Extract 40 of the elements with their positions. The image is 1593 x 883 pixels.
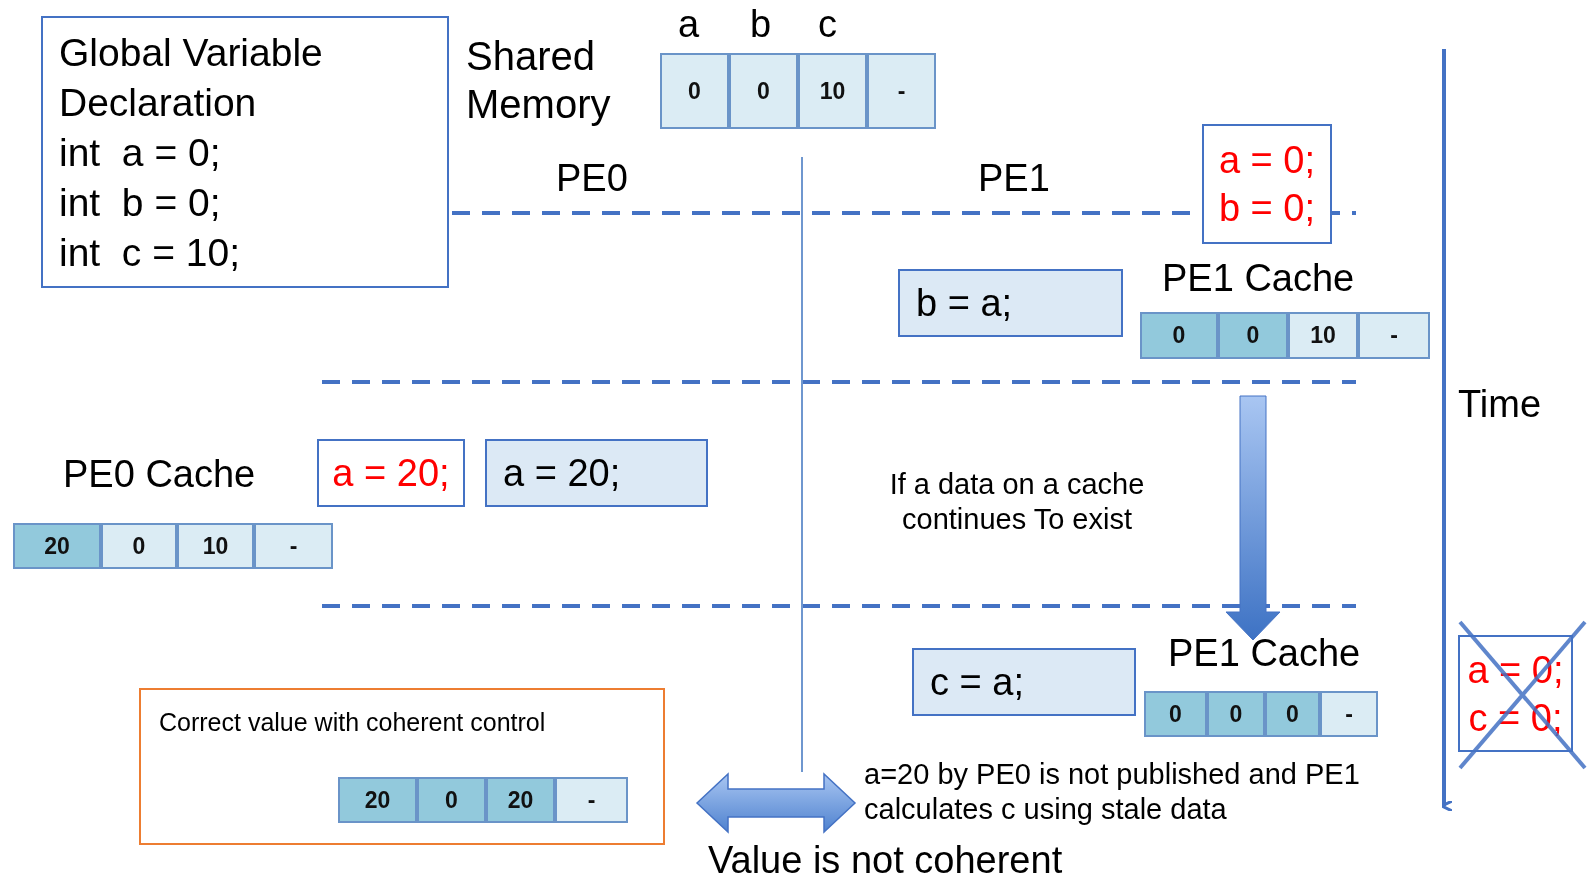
memory-cell: 0: [1140, 312, 1218, 359]
memory-cell: 0: [101, 523, 177, 569]
memory-cell: 10: [177, 523, 254, 569]
memory-cell: -: [867, 53, 936, 129]
memory-cell: -: [254, 523, 333, 569]
conclusion-text: Value is not coherent: [708, 838, 1063, 883]
memory-cell: 0: [1265, 691, 1320, 737]
declaration-box: Global Variable Declaration int a = 0; int b = 0; int c = 10;: [41, 16, 449, 288]
memory-cell: 0: [729, 53, 798, 129]
memory-cell: 20: [486, 777, 555, 823]
column-label: c: [818, 2, 837, 47]
memory-cell: 10: [798, 53, 867, 129]
result-frame: Correct value with coherent control 20 0 20 -: [139, 688, 665, 845]
memory-cell: 0: [660, 53, 729, 129]
memory-cell: 0: [1144, 691, 1207, 737]
memory-cell: 20: [338, 777, 417, 823]
value-box: a = 20;: [317, 439, 465, 507]
code-box: b = a;: [898, 269, 1123, 337]
memory-cell: 0: [1207, 691, 1265, 737]
cache-title: PE1 Cache: [1162, 256, 1355, 301]
axis-label: Time: [1458, 382, 1542, 427]
column-label: a: [678, 2, 700, 47]
cache-title: PE0 Cache: [63, 452, 256, 497]
code-box: a = 20;: [485, 439, 708, 507]
memory-cell: 0: [1218, 312, 1288, 359]
memory-title: Shared Memory: [466, 33, 612, 128]
memory-cell: -: [1320, 691, 1378, 737]
memory-cell: -: [555, 777, 628, 823]
cache-title: PE1 Cache: [1168, 631, 1361, 676]
value-box: a = 0; b = 0;: [1202, 124, 1332, 244]
note-text: a=20 by PE0 is not published and PE1 calculates c using stale data: [864, 757, 1361, 827]
column-label: b: [750, 2, 772, 47]
memory-cell: 10: [1288, 312, 1358, 359]
memory-cell: -: [1358, 312, 1430, 359]
code-box: c = a;: [912, 648, 1136, 716]
memory-cell: 0: [417, 777, 486, 823]
pe-label: PE1: [978, 156, 1050, 201]
note-text: If a data on a cache continues To exist: [888, 467, 1146, 537]
pe-label: PE0: [556, 156, 628, 201]
memory-cell: 20: [13, 523, 101, 569]
